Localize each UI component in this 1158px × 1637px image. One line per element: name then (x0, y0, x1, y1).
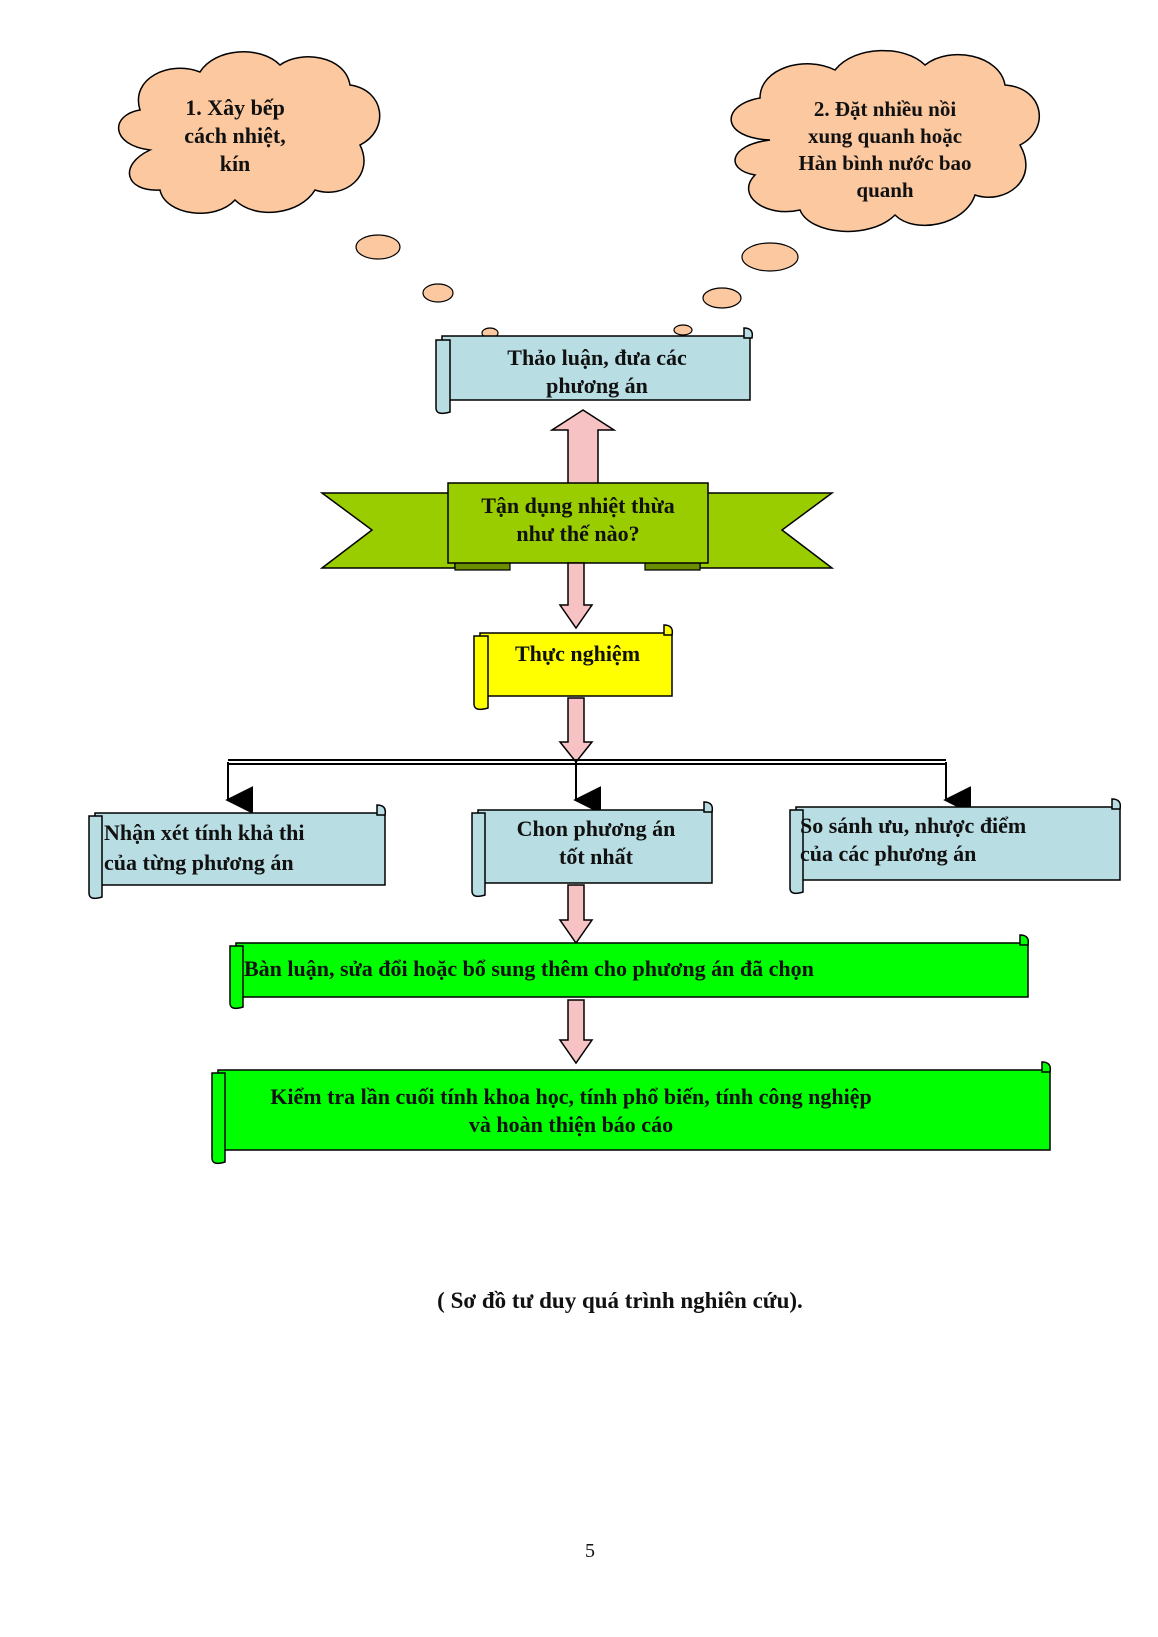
arrow-down-to-refine (558, 884, 594, 945)
scroll-compare (789, 798, 1122, 895)
node-compare: So sánh ưu, nhược điểm của các phương án (800, 813, 1027, 866)
diagram-caption: ( Sơ đồ tư duy quá trình nghiên cứu). (437, 1288, 803, 1313)
branch-connector (225, 759, 972, 814)
node-experiment: Thực nghiệm (514, 641, 641, 666)
ribbon-question (319, 482, 835, 571)
cloud-1-text: 1. Xây bếp cách nhiệt, kín (184, 95, 286, 176)
thought-bubble (702, 287, 742, 309)
scroll-evaluate (88, 804, 387, 900)
node-question: Tận dụng nhiệt thừa như thế nào? (481, 493, 675, 546)
scroll-refine (229, 934, 1030, 1010)
thought-bubble (673, 324, 693, 336)
node-discuss: Thảo luận, đưa các phương án (507, 345, 687, 398)
cloud-1 (117, 51, 381, 214)
arrow-down-to-final-check (558, 999, 594, 1065)
page-number: 5 (585, 1540, 595, 1562)
node-refine: Bàn luận, sửa đổi hoặc bổ sung thêm cho … (244, 956, 814, 981)
scroll-discuss (435, 327, 754, 415)
thought-bubble (741, 242, 799, 272)
arrow-down-to-branch (558, 697, 594, 764)
node-choose: Chon phương án tốt nhất (516, 816, 676, 869)
scroll-choose (471, 801, 714, 898)
scroll-experiment (473, 624, 674, 711)
arrow-up-to-discuss (549, 409, 617, 486)
thought-bubble (422, 283, 454, 303)
scroll-final-check (211, 1061, 1052, 1165)
thought-bubble (355, 234, 401, 260)
arrow-down-to-experiment (558, 562, 594, 630)
node-evaluate: Nhận xét tính khả thi của từng phương án (104, 820, 305, 875)
cloud-2 (730, 49, 1040, 233)
cloud-2-text: 2. Đặt nhiều nồi xung quanh hoặc Hàn bìn… (798, 97, 972, 202)
node-final-check: Kiểm tra lần cuối tính khoa học, tính ph… (270, 1084, 872, 1137)
